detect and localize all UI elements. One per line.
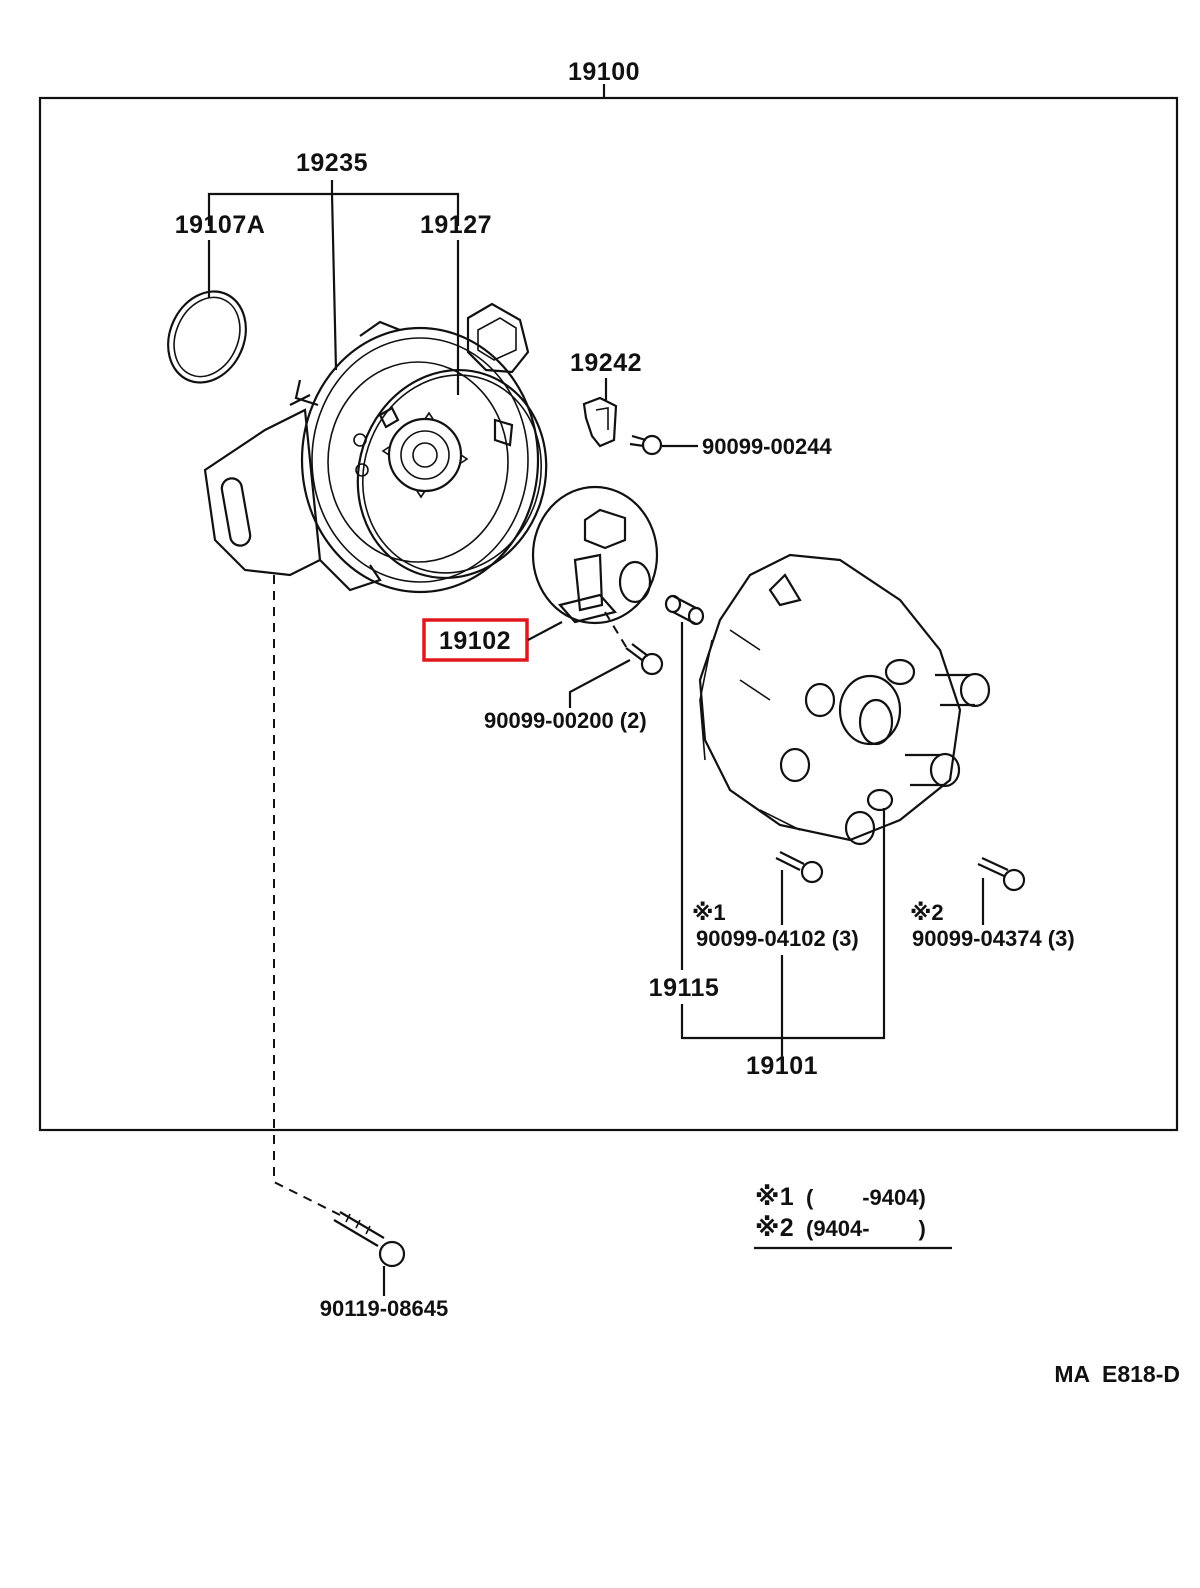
callout-90099-04102[interactable]: 90099-04102 (3) — [696, 926, 859, 951]
mount-bolt-dash — [273, 575, 341, 1216]
legend-row1-range: ( -9404) — [806, 1185, 926, 1210]
marker-1: ※1 — [692, 900, 726, 925]
callout-19101[interactable]: 19101 — [746, 1052, 818, 1080]
callout-19107a[interactable]: 19107A — [175, 211, 266, 239]
legend-row2-range: (9404- ) — [806, 1216, 926, 1241]
callout-90119-08645[interactable]: 90119-08645 — [320, 1296, 448, 1321]
rotor-screw-dash — [604, 611, 629, 651]
sensor-screw[interactable] — [629, 434, 663, 456]
callout-19235[interactable]: 19235 — [296, 149, 368, 177]
callout-90099-00200[interactable]: 90099-00200 (2) — [484, 708, 647, 733]
cap-bracket-leader — [680, 808, 886, 1058]
rotor-screw[interactable] — [625, 643, 664, 676]
legend: ※1 ( -9404) ※2 (9404- ) — [754, 1183, 952, 1250]
rotor-leader — [527, 621, 563, 641]
housing-leader — [330, 193, 338, 371]
o-ring-19107a[interactable] — [154, 279, 260, 395]
assembly-frame — [38, 96, 1179, 1132]
housing-bracket-leader — [207, 180, 460, 226]
marker-2: ※2 — [910, 900, 944, 925]
cap-insert-19115[interactable] — [664, 594, 705, 626]
gasket-19127-inner — [361, 374, 543, 574]
highlight-box-19102 — [422, 618, 529, 662]
rotor-screw-leader — [568, 659, 631, 708]
distributor-cap-19101[interactable] — [698, 553, 991, 846]
reference-code: MA E818-D — [1054, 1361, 1180, 1387]
callout-19102[interactable]: 19102 — [439, 627, 511, 655]
callout-19100[interactable]: 19100 — [568, 58, 640, 86]
callout-19115[interactable]: 19115 — [649, 974, 720, 1002]
cap-screw-1[interactable] — [775, 851, 824, 884]
callout-90099-00244[interactable]: 90099-00244 — [702, 434, 832, 459]
callout-90099-04374[interactable]: 90099-04374 (3) — [912, 926, 1075, 951]
rotor-19102[interactable] — [531, 485, 659, 625]
gasket-19127[interactable] — [331, 345, 573, 602]
sensor-19242[interactable] — [582, 396, 618, 448]
mount-bolt[interactable] — [333, 1211, 406, 1268]
cap-screw-2[interactable] — [977, 857, 1026, 892]
distributor-housing[interactable] — [203, 302, 540, 594]
callout-19127[interactable]: 19127 — [420, 211, 492, 239]
legend-row2-mark: ※2 — [755, 1214, 794, 1242]
callout-19242[interactable]: 19242 — [570, 349, 642, 377]
legend-row1-mark: ※1 — [755, 1183, 794, 1211]
